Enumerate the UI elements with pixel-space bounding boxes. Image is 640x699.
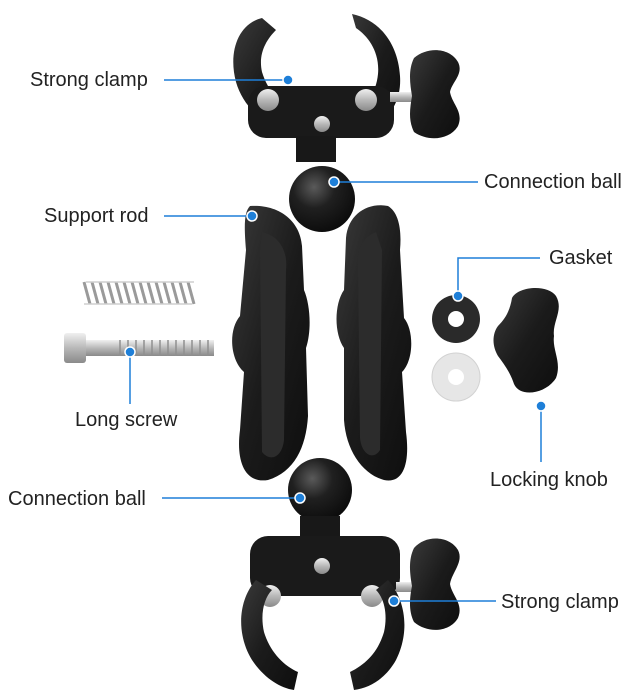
label-connection-ball-top: Connection ball [484, 171, 622, 193]
connection-ball-top [289, 166, 355, 232]
marker-dots [124, 74, 547, 607]
label-gasket: Gasket [549, 247, 613, 269]
marker-support-rod [246, 210, 258, 222]
leader-lines [129, 79, 542, 602]
clamp-bottom-left-jaw [241, 580, 298, 690]
support-rod-right [336, 205, 412, 481]
label-long-screw: Long screw [75, 409, 178, 431]
clamp-bottom-bolt-center [314, 558, 330, 574]
clamp-top-screw [390, 92, 420, 102]
clamp-top-bolt-right [355, 89, 377, 111]
clamp-bottom-screw [396, 582, 424, 592]
marker-gasket [452, 290, 464, 302]
marker-strong-clamp-top [282, 74, 294, 86]
marker-locking-knob [535, 400, 547, 412]
marker-connection-ball-top [328, 176, 340, 188]
clamp-bottom-knob [410, 538, 460, 630]
clamp-top-neck [296, 136, 336, 162]
strong-clamp-top [233, 14, 460, 162]
connection-ball-bottom [288, 458, 352, 522]
leader-gasket [457, 257, 540, 296]
marker-strong-clamp-bottom [388, 595, 400, 607]
clamp-top-bolt-center [314, 116, 330, 132]
label-strong-clamp-top: Strong clamp [30, 69, 148, 91]
spring [82, 281, 196, 305]
gasket-white [431, 352, 481, 402]
clamp-top-bolt-left [257, 89, 279, 111]
gasket-black [432, 295, 480, 343]
clamp-top-knob [410, 50, 460, 139]
label-support-rod: Support rod [44, 205, 149, 227]
marker-connection-ball-bottom [294, 492, 306, 504]
marker-long-screw [124, 346, 136, 358]
long-screw [64, 333, 214, 363]
clamp-bottom-right-jaw [350, 580, 405, 690]
strong-clamp-bottom [241, 516, 460, 690]
label-strong-clamp-bottom: Strong clamp [501, 591, 619, 613]
label-connection-ball-bottom: Connection ball [8, 488, 146, 510]
support-rod-left [232, 205, 310, 481]
label-locking-knob: Locking knob [490, 469, 608, 491]
locking-knob [493, 287, 559, 393]
